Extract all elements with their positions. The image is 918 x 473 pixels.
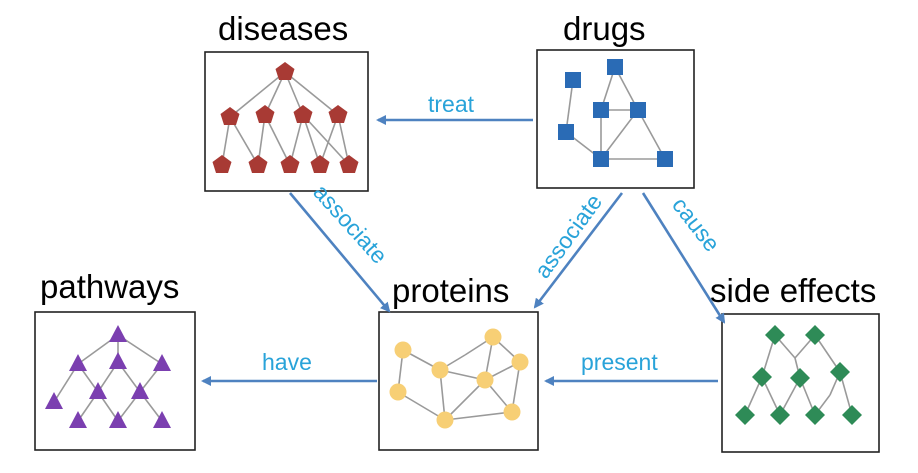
associate-drugs-label: associate [529, 189, 607, 283]
pathway-node [153, 354, 171, 371]
side-effect-node [805, 405, 825, 425]
drug-node [630, 102, 646, 118]
side-effect-node [790, 368, 810, 388]
pathways-network [45, 325, 171, 428]
drug-node [607, 59, 623, 75]
drugs-title: drugs [563, 10, 646, 47]
protein-node [503, 403, 521, 421]
present-label: present [581, 349, 658, 375]
drug-node [657, 151, 673, 167]
pathway-node [153, 411, 171, 428]
side-effect-node [770, 405, 790, 425]
pathway-node [109, 411, 127, 428]
pathway-node [131, 382, 149, 399]
side-effects-title: side effects [710, 272, 876, 309]
disease-node [310, 155, 330, 173]
associate-drugs-arrow [533, 192, 624, 309]
drug-node [558, 124, 574, 140]
disease-node [248, 155, 268, 173]
pathway-node [89, 382, 107, 399]
disease-node [293, 105, 313, 123]
proteins-title: proteins [392, 272, 509, 309]
proteins-panel [378, 311, 539, 451]
disease-node [220, 107, 240, 125]
side-effect-node [805, 325, 825, 345]
diseases-network [212, 62, 359, 173]
associate-diseases-label: associate [308, 179, 392, 269]
side-effect-node [765, 325, 785, 345]
pathways-title: pathways [40, 268, 179, 305]
drug-node [593, 102, 609, 118]
proteins-network [389, 328, 529, 429]
pathway-node [109, 352, 127, 369]
protein-node [431, 361, 449, 379]
protein-node [394, 341, 412, 359]
pathway-node [109, 325, 127, 342]
disease-node [275, 62, 295, 80]
pathway-node [69, 354, 87, 371]
drugs-network [558, 59, 673, 167]
disease-node [339, 155, 359, 173]
protein-node [389, 383, 407, 401]
have-label: have [262, 349, 312, 375]
pathway-node [45, 392, 63, 409]
associate-diseases-arrow [289, 192, 391, 313]
protein-node [436, 411, 454, 429]
protein-node [511, 353, 529, 371]
drug-node [565, 72, 581, 88]
pathway-node [69, 411, 87, 428]
protein-node [476, 371, 494, 389]
side-effect-node [842, 405, 862, 425]
side-effects-network [735, 325, 862, 425]
disease-node [212, 155, 232, 173]
protein-node [484, 328, 502, 346]
side-effect-node [752, 367, 772, 387]
side-effect-node [735, 405, 755, 425]
diseases-title: diseases [218, 10, 348, 47]
cause-arrow [641, 192, 726, 324]
drug-node [593, 151, 609, 167]
side-effect-node [830, 362, 850, 382]
disease-node [280, 155, 300, 173]
disease-node [255, 105, 275, 123]
treat-label: treat [428, 91, 475, 117]
disease-node [328, 105, 348, 123]
